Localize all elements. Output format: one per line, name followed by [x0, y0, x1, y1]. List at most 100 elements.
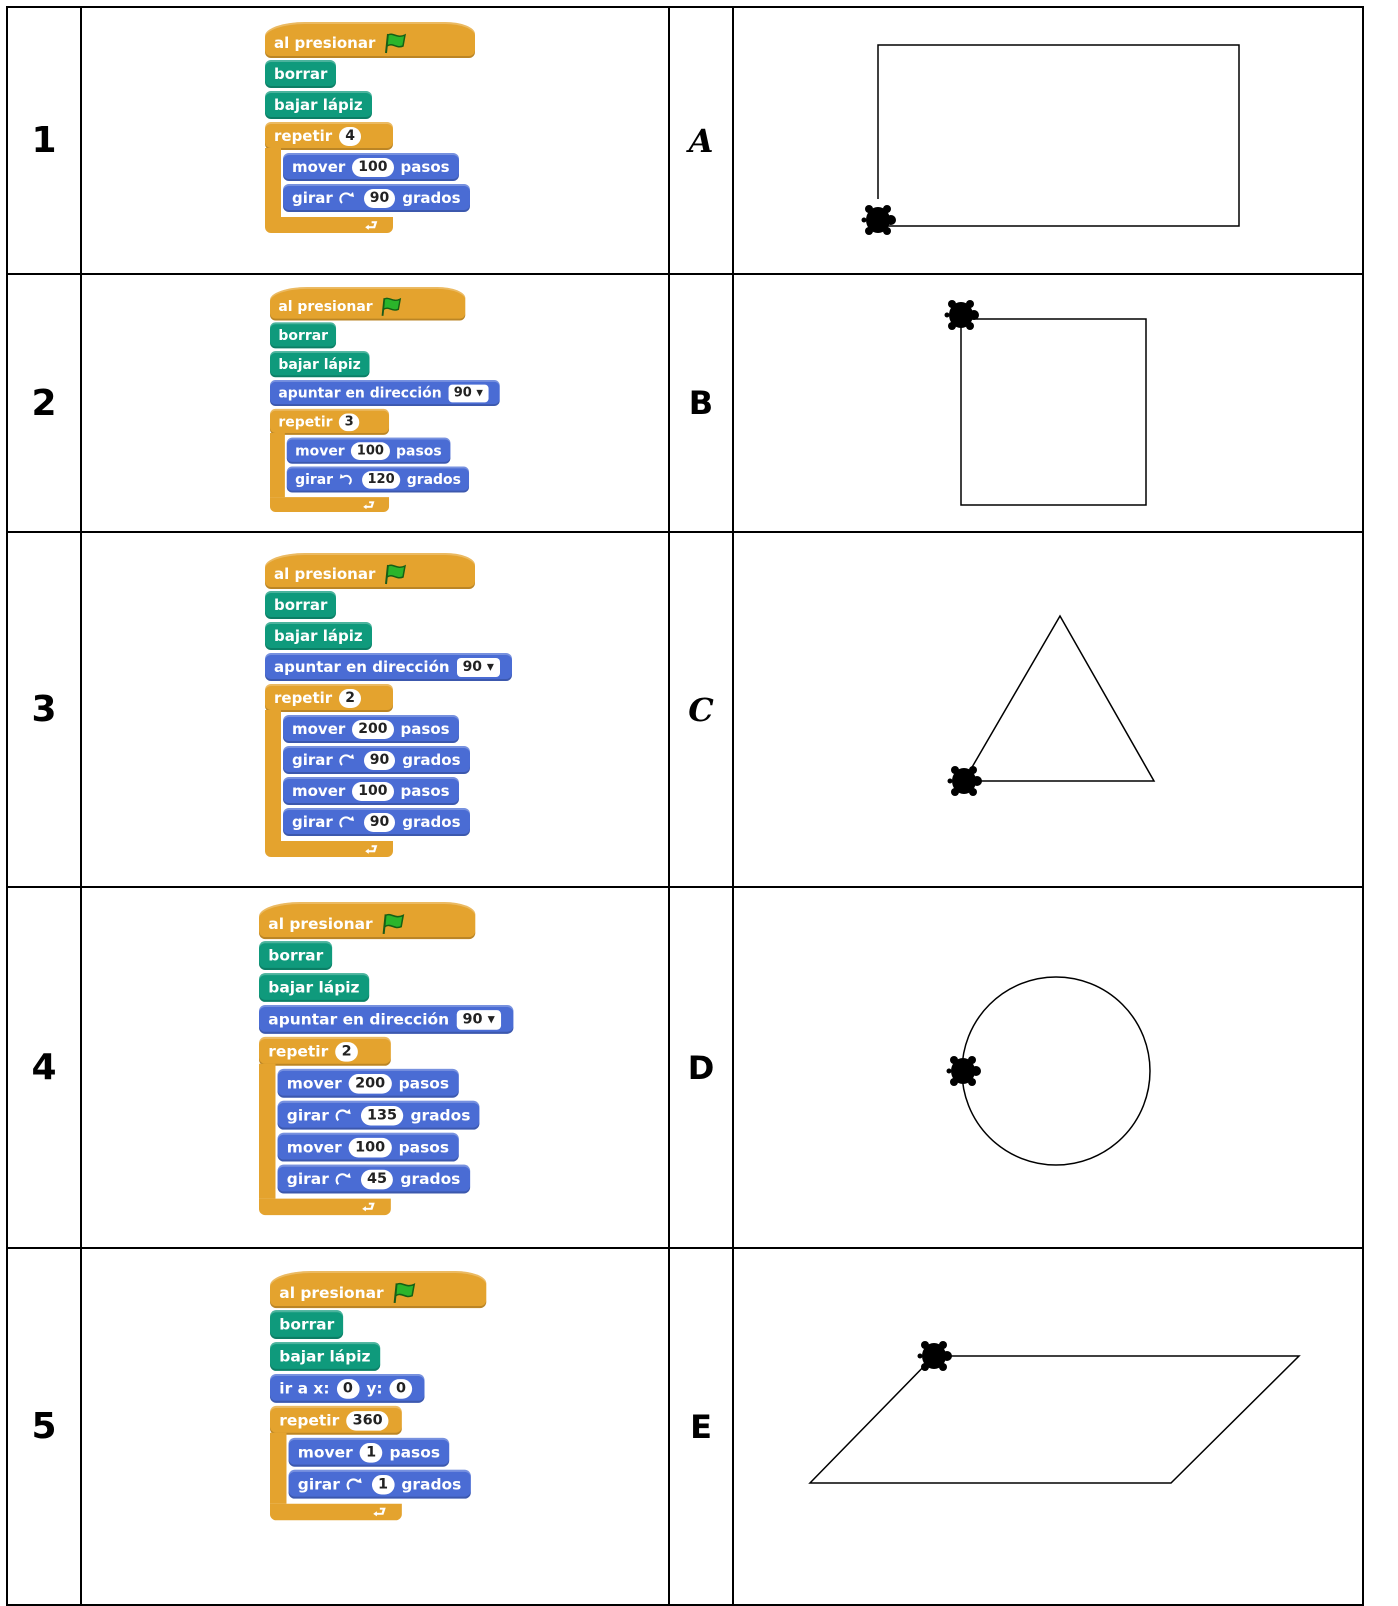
y-value: 0: [389, 1378, 413, 1399]
block-label: y:: [366, 1379, 383, 1398]
turtle-icon: [944, 300, 979, 330]
row-number: 3: [6, 531, 82, 888]
row-letter-label: D: [687, 1048, 715, 1087]
value-input: 100: [352, 781, 394, 801]
turn-left-icon: [339, 473, 352, 485]
script-cell: al presionar borrar bajar lápiz ir a x: 0 y: 0…: [80, 1247, 670, 1606]
row-letter-label: A: [688, 121, 714, 160]
pen-down-block[interactable]: bajar lápiz: [259, 973, 369, 1002]
value-input: 45: [360, 1169, 394, 1189]
block-label: grados: [400, 1169, 461, 1189]
repeat-block-side: [259, 1063, 276, 1199]
turtle-icon: [861, 205, 896, 235]
row-letter: C: [668, 531, 734, 888]
loop-arrow-icon: ⮐: [365, 842, 378, 858]
drawing-cell: [732, 531, 1364, 888]
block-label: bajar lápiz: [279, 1347, 371, 1366]
block-label: repetir: [279, 1411, 340, 1430]
repeat-count: 360: [346, 1410, 389, 1431]
value-input: 90: [363, 188, 396, 208]
turn-right-icon: [346, 1478, 362, 1491]
block-label: ir a x:: [279, 1379, 330, 1398]
block-label: pasos: [400, 782, 450, 800]
value-input: 100: [351, 441, 390, 460]
block-label: bajar lápiz: [268, 978, 360, 997]
block-label: grados: [410, 1105, 471, 1125]
block-label: borrar: [274, 65, 328, 83]
value-input: 200: [352, 719, 394, 739]
drawing-cell: [732, 273, 1364, 533]
repeat-block-foot: [259, 1198, 391, 1216]
clear-block[interactable]: borrar: [270, 1310, 344, 1339]
block-label: borrar: [274, 596, 328, 614]
when-flag-clicked-block[interactable]: al presionar: [265, 22, 475, 58]
green-flag-icon: [393, 1282, 416, 1304]
pen-down-block[interactable]: bajar lápiz: [270, 351, 370, 378]
green-flag-icon: [382, 913, 405, 935]
value-input: 1: [371, 1474, 395, 1494]
triangle-drawing: [947, 614, 1156, 796]
repeat-block-side: [265, 710, 281, 841]
pen-down-block[interactable]: bajar lápiz: [265, 91, 372, 119]
script-cell: al presionar borrar bajar lápiz apuntar en …: [80, 273, 670, 533]
turn-right-icon: [335, 1109, 351, 1122]
clear-block[interactable]: borrar: [259, 941, 333, 970]
row-letter-label: E: [690, 1407, 712, 1446]
when-flag-clicked-block[interactable]: al presionar: [259, 902, 476, 940]
when-flag-clicked-block[interactable]: al presionar: [270, 1271, 487, 1309]
x-value: 0: [336, 1378, 360, 1399]
clear-block[interactable]: borrar: [265, 60, 337, 88]
block-label: bajar lápiz: [278, 355, 361, 373]
green-flag-icon: [385, 564, 407, 585]
row-number-label: 3: [31, 689, 57, 730]
block-label: girar: [292, 189, 333, 207]
when-flag-clicked-block[interactable]: al presionar: [270, 287, 466, 321]
pen-down-block[interactable]: bajar lápiz: [270, 1342, 380, 1371]
block-label: girar: [292, 813, 333, 831]
row-letter: E: [668, 1247, 734, 1606]
row-letter: B: [668, 273, 734, 533]
turtle-icon: [917, 1341, 952, 1371]
block-label: pasos: [389, 1443, 441, 1462]
repeat-block[interactable]: repetir 360: [270, 1405, 402, 1435]
hat-label: al presionar: [278, 298, 373, 315]
block-label: bajar lápiz: [274, 96, 363, 114]
repeat-block-side: [270, 433, 285, 498]
block-label: repetir: [274, 689, 333, 707]
turtle-icon: [946, 1056, 981, 1086]
when-flag-clicked-block[interactable]: al presionar: [265, 553, 475, 589]
go-to-xy-block[interactable]: ir a x: 0 y: 0: [270, 1374, 425, 1403]
block-label: grados: [406, 471, 461, 488]
pen-down-block[interactable]: bajar lápiz: [265, 622, 372, 650]
clear-block[interactable]: borrar: [265, 591, 337, 619]
clear-block[interactable]: borrar: [270, 322, 337, 349]
row-number: 4: [6, 886, 82, 1249]
loop-arrow-icon: ⮐: [373, 1504, 386, 1522]
block-label: borrar: [278, 326, 328, 344]
block-label: borrar: [279, 1315, 335, 1334]
block-label: mover: [292, 158, 346, 176]
block-label: grados: [402, 813, 461, 831]
